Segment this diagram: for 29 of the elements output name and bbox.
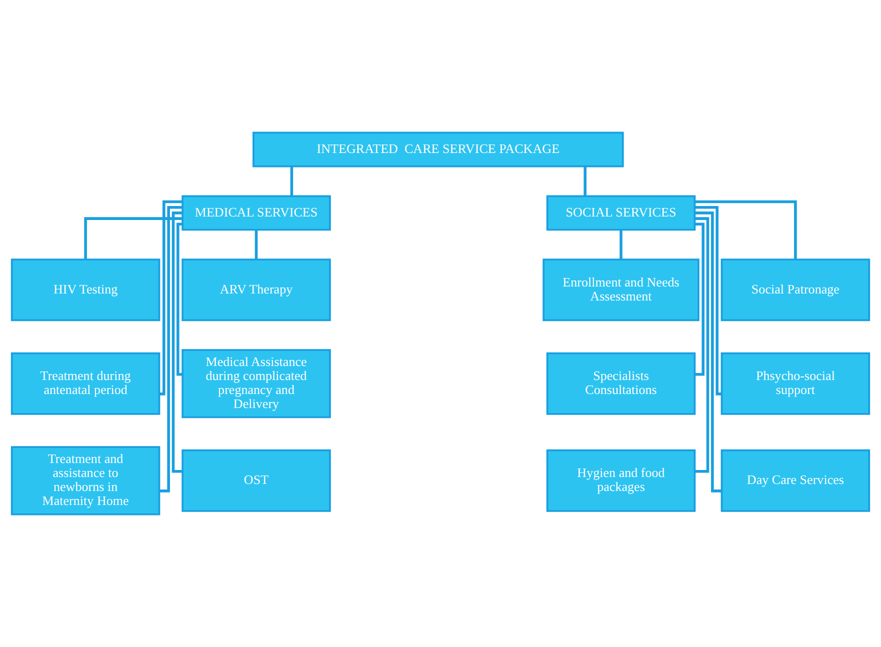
node-box: Treatment and assistance to newborns in Maternity Home (10, 446, 160, 516)
node-box: OST (182, 449, 331, 512)
node-box: Treatment during antenatal period (10, 352, 160, 415)
connector (584, 166, 586, 196)
node-box: Medical Assistance during complicated pregnancy and Delivery (182, 349, 331, 418)
connector (159, 206, 182, 492)
node-box: ARV Therapy (182, 258, 331, 322)
connector (694, 217, 710, 473)
node-box: Phsycho-social support (720, 352, 870, 415)
connector (254, 230, 258, 260)
node-box: Hygien and food packages (546, 449, 696, 512)
connector (84, 217, 182, 260)
node-box: MEDICAL SERVICES (182, 195, 331, 231)
node-box: Day Care Services (720, 449, 870, 512)
connector (290, 166, 294, 196)
connector (694, 212, 722, 492)
node-box: Social Patronage (720, 258, 870, 322)
connector (694, 200, 797, 260)
node-box: SOCIAL SERVICES (546, 195, 696, 231)
node-box: Enrollment and Needs Assessment (542, 258, 700, 322)
node-box: HIV Testing (10, 258, 160, 322)
connector (694, 206, 722, 396)
node-box: INTEGRATED CARE SERVICE PACKAGE (252, 132, 624, 168)
connector (176, 222, 182, 376)
connector (694, 222, 704, 376)
node-box: Specialists Consultations (546, 352, 696, 415)
connector (620, 230, 622, 260)
connector (172, 212, 182, 473)
connector (160, 200, 182, 396)
